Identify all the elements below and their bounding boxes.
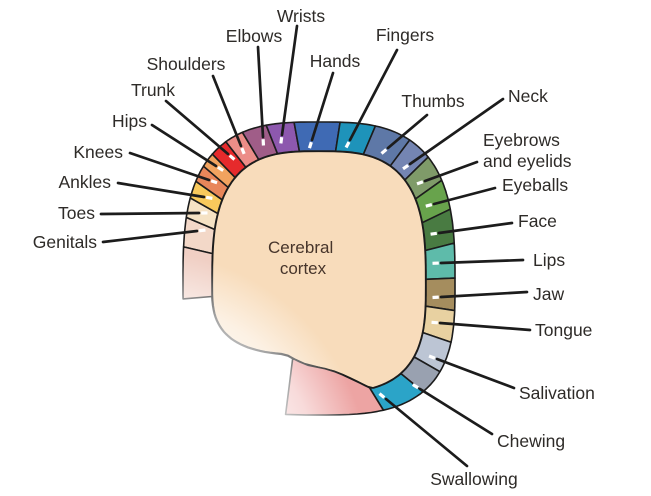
line-notch-fingers — [344, 141, 351, 149]
label-toes-line1: Toes — [58, 203, 95, 223]
label-trunk-line1: Trunk — [131, 80, 175, 100]
pointer-line-chewing — [418, 387, 494, 436]
label-tongue: Tongue — [535, 320, 592, 340]
label-salivation: Salivation — [519, 383, 595, 403]
pointer-line-lips — [439, 258, 525, 265]
pointer-line-thumbs — [386, 113, 429, 150]
pointer-line-knees — [128, 151, 211, 182]
label-thumbs-line1: Thumbs — [401, 91, 464, 111]
pointer-line-eyeballs — [432, 186, 497, 206]
pointer-line-jaw — [439, 290, 529, 299]
label-wrists: Wrists — [277, 6, 326, 26]
pointer-line-fingers — [348, 48, 399, 142]
pointer-line-ankles — [116, 181, 206, 199]
label-eyebrows-and-eyelids-line2: and eyelids — [483, 151, 572, 171]
label-swallowing: Swallowing — [430, 469, 518, 489]
label-thumbs: Thumbs — [401, 91, 464, 111]
pointer-line-hips — [150, 123, 218, 168]
cerebral-cortex-label-line2: cortex — [280, 259, 327, 278]
label-genitals-line1: Genitals — [33, 232, 97, 252]
label-toes: Toes — [58, 203, 95, 223]
label-jaw-line1: Jaw — [533, 284, 564, 304]
label-ankles: Ankles — [58, 172, 111, 192]
label-ankles-line1: Ankles — [58, 172, 111, 192]
label-hips-line1: Hips — [112, 111, 147, 131]
pointer-line-trunk — [164, 99, 230, 156]
line-notch-neck — [402, 163, 410, 171]
pointer-line-hands — [310, 71, 335, 142]
label-neck-line1: Neck — [508, 86, 548, 106]
label-face: Face — [518, 211, 557, 231]
pointer-line-salivation — [435, 357, 516, 390]
label-trunk: Trunk — [131, 80, 175, 100]
label-shoulders-line1: Shoulders — [147, 54, 226, 74]
pointer-line-face — [437, 221, 514, 235]
label-jaw: Jaw — [533, 284, 564, 304]
pointer-line-toes — [99, 211, 201, 216]
label-eyebrows-and-eyelids-line1: Eyebrows — [483, 130, 560, 150]
line-notch-genitals — [198, 228, 206, 233]
region-labels-layer: Genitals Toes Ankles Knees Hips Trunk Shoulder… — [33, 6, 595, 489]
label-genitals: Genitals — [33, 232, 97, 252]
pointer-line-tongue — [438, 321, 532, 332]
line-notch-eyeballs — [425, 203, 433, 208]
label-chewing: Chewing — [497, 431, 565, 451]
label-hands-line1: Hands — [310, 51, 361, 71]
line-notch-knees — [210, 179, 218, 185]
label-neck: Neck — [508, 86, 548, 106]
pointer-line-eyebrows-and-eyelids — [423, 160, 479, 183]
label-knees: Knees — [73, 142, 123, 162]
segment-jaw — [424, 277, 456, 312]
line-notch-eyebrows-and-eyelids — [416, 180, 424, 186]
line-notch-salivation — [428, 354, 436, 360]
label-face-line1: Face — [518, 211, 557, 231]
label-wrists-line1: Wrists — [277, 6, 326, 26]
label-lips-line1: Lips — [533, 250, 565, 270]
cerebral-cortex-label: Cerebral cortex — [268, 238, 338, 278]
line-notch-face — [430, 231, 438, 236]
line-notch-thumbs — [380, 148, 388, 155]
line-notch-ankles — [205, 195, 213, 200]
line-notch-swallowing — [378, 392, 386, 399]
label-fingers: Fingers — [376, 25, 435, 45]
pointer-line-wrists — [280, 24, 299, 137]
label-hands: Hands — [310, 51, 361, 71]
line-notch-trunk — [228, 154, 236, 161]
pointer-line-swallowing — [384, 397, 469, 468]
pointer-line-elbows — [256, 45, 265, 139]
pointer-line-genitals — [101, 229, 199, 244]
fade-overlay — [0, 230, 420, 496]
line-notch-chewing — [411, 383, 419, 390]
label-eyeballs-line1: Eyeballs — [502, 175, 568, 195]
label-shoulders: Shoulders — [147, 54, 226, 74]
label-lips: Lips — [533, 250, 565, 270]
label-eyeballs: Eyeballs — [502, 175, 568, 195]
label-chewing-line1: Chewing — [497, 431, 565, 451]
line-notch-hands — [307, 141, 313, 149]
label-elbows: Elbows — [226, 26, 283, 46]
line-notch-wrists — [279, 136, 284, 144]
label-swallowing-line1: Swallowing — [430, 469, 518, 489]
label-fingers-line1: Fingers — [376, 25, 435, 45]
pointer-line-shoulders — [211, 74, 243, 148]
line-notch-hips — [216, 165, 225, 172]
label-hips: Hips — [112, 111, 147, 131]
pointer-lines-layer — [99, 24, 532, 468]
label-tongue-line1: Tongue — [535, 320, 592, 340]
cerebral-cortex-label-line1: Cerebral — [268, 238, 333, 257]
line-tip-notches-layer — [198, 136, 439, 399]
label-salivation-line1: Salivation — [519, 383, 595, 403]
line-notch-shoulders — [240, 147, 246, 155]
label-elbows-line1: Elbows — [226, 26, 283, 46]
pointer-line-neck — [408, 97, 505, 166]
label-knees-line1: Knees — [73, 142, 123, 162]
